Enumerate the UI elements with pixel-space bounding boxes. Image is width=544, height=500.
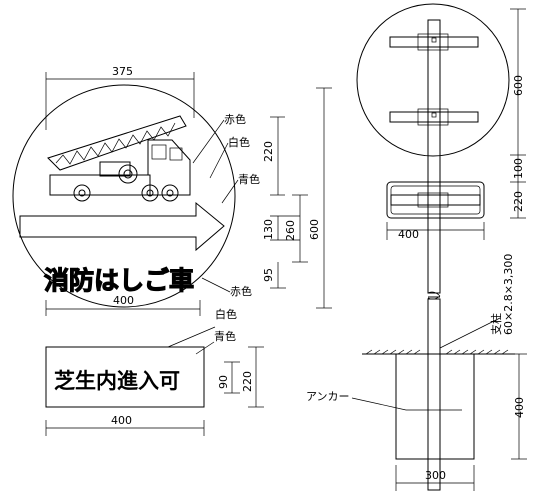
side-circle (356, 3, 510, 157)
post-label: 支柱 (489, 313, 503, 335)
side-view: 600 100 220 400 支柱 60×2.8×3,300 アンカー 400 (306, 3, 527, 491)
callout-blue-label: 青色 (238, 172, 260, 186)
dim-ladder-width: 375 (45, 65, 195, 130)
side-600-label: 600 (512, 75, 525, 96)
plate-220-label: 220 (241, 371, 254, 392)
dim-95-label: 95 (262, 268, 275, 282)
dim-260-label: 260 (284, 220, 297, 241)
sign-circle (12, 84, 236, 308)
side-220-label: 220 (512, 191, 525, 212)
direction-arrow-icon (19, 201, 225, 252)
dim-600-label: 600 (308, 219, 321, 240)
front-sign: 375 消防はしご車 (12, 65, 332, 316)
sign-main-text: 消防はしご車 (44, 266, 194, 295)
vertical-dims: 220 130 260 600 95 (262, 87, 332, 309)
foundation-depth-label: 400 (513, 397, 526, 418)
dim-220-label: 220 (262, 141, 275, 162)
sub-plate: 白色 青色 芝生内進入可 400 90 220 (45, 307, 264, 436)
foundation-width-label: 300 (425, 469, 446, 482)
dim-375-label: 375 (112, 65, 133, 78)
side-plate (386, 181, 485, 219)
plate-callout-blue: 青色 (214, 329, 236, 343)
plate-callout-white: 白色 (215, 307, 237, 321)
dim-130-label: 130 (262, 219, 275, 240)
dim-400-label: 400 (113, 294, 134, 307)
ground-line (362, 349, 515, 355)
plate-90-label: 90 (217, 375, 230, 389)
ladder-truck-icon (47, 115, 191, 202)
anchor-label: アンカー (306, 390, 350, 403)
side-100-label: 100 (512, 158, 525, 179)
callout-white-label: 白色 (228, 135, 250, 149)
plate-outer (45, 346, 205, 408)
foundation (395, 353, 475, 460)
plate-width-label: 400 (111, 414, 132, 427)
callout-red-label: 赤色 (224, 112, 246, 126)
side-plate-width-label: 400 (398, 228, 419, 241)
plate-text: 芝生内進入可 (54, 369, 180, 393)
post-spec-label: 60×2.8×3,300 (502, 254, 515, 335)
dim-circle-width: 400 (45, 294, 201, 316)
post (427, 19, 441, 294)
callout-red2-label: 赤色 (230, 284, 252, 298)
